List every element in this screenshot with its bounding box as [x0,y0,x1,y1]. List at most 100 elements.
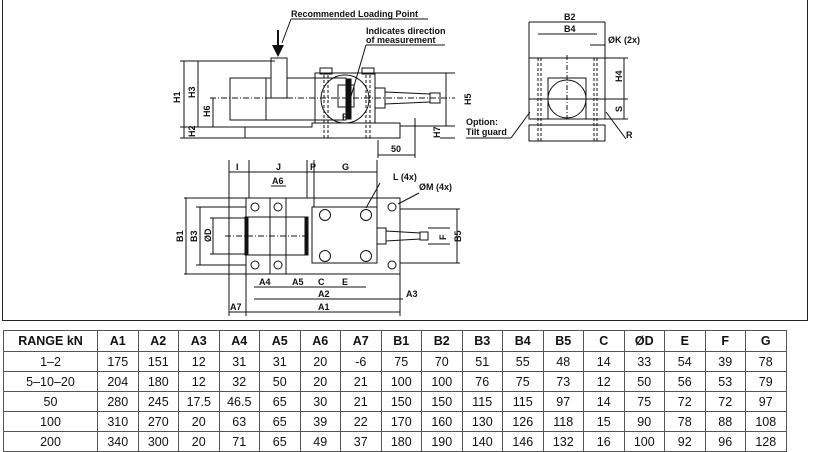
value-cell: 30 [299,391,341,412]
column-header: A6 [299,330,341,352]
dim-B1: B1 [175,230,185,242]
value-cell: 97 [542,391,584,412]
value-cell: 96 [704,431,746,452]
range-cell: 1–2 [3,351,98,372]
value-cell: 126 [502,411,544,432]
dim-A2: A2 [318,289,330,299]
value-cell: 128 [745,431,787,452]
value-cell: 70 [421,351,463,372]
drawing-frame [2,0,808,321]
top-view: I J P G A6 L (4x) ØM (4x) [175,160,463,316]
dim-A5: A5 [292,277,304,287]
value-cell: 75 [380,351,422,372]
value-cell: 300 [137,431,179,452]
value-cell: 100 [623,431,665,452]
range-cell: 50 [3,391,98,412]
dim-A7: A7 [230,302,242,312]
value-cell: 115 [502,391,544,412]
range-cell: 200 [3,431,98,452]
column-header: A5 [259,330,301,352]
value-cell: 17.5 [178,391,220,412]
column-header: A1 [97,330,139,352]
value-cell: 92 [664,431,706,452]
value-cell: 12 [583,371,625,392]
value-cell: 51 [461,351,503,372]
range-cell: 100 [3,411,98,432]
value-cell: 132 [542,431,584,452]
value-cell: 65 [259,391,301,412]
value-cell: 50 [259,371,301,392]
value-cell: 21 [340,371,382,392]
value-cell: 151 [137,351,179,372]
value-cell: 170 [380,411,422,432]
value-cell: 97 [745,391,787,412]
value-cell: 140 [461,431,503,452]
dim-H2: H2 [187,125,197,137]
dim-A1: A1 [318,302,330,312]
value-cell: 150 [380,391,422,412]
end-view: B2 B4 ØK (2x) H4 S R Option: Tilt guard [466,12,640,142]
dim-J: J [276,162,281,172]
dim-I: I [236,162,239,172]
dim-L-4x: L (4x) [393,172,417,182]
dim-P: P [310,162,316,172]
dim-C: C [318,277,325,287]
column-header: B2 [421,330,463,352]
value-cell: 14 [583,391,625,412]
value-cell: 204 [97,371,139,392]
value-cell: 22 [340,411,382,432]
dim-B3: B3 [189,230,199,242]
value-cell: 180 [380,431,422,452]
dim-H3: H3 [187,86,197,98]
column-header: C [583,330,625,352]
value-cell: 71 [218,431,260,452]
value-cell: 56 [664,371,706,392]
value-cell: 20 [178,431,220,452]
dim-OM-4x: ØM (4x) [419,182,452,192]
column-header: A7 [340,330,382,352]
value-cell: 55 [502,351,544,372]
value-cell: 78 [664,411,706,432]
column-header: RANGE kN [3,330,98,352]
value-cell: 75 [623,391,665,412]
dim-E: E [342,277,348,287]
dim-B5: B5 [453,230,463,242]
tilt-guard-label: Tilt guard [466,127,507,137]
value-cell: 54 [664,351,706,372]
column-header: B5 [542,330,584,352]
dim-A4: A4 [259,277,271,287]
dim-H4: H4 [614,70,624,82]
value-cell: 73 [542,371,584,392]
value-cell: 100 [421,371,463,392]
value-cell: 20 [299,351,341,372]
dim-F: F [438,234,448,240]
dim-H6: H6 [202,105,212,117]
column-header: B4 [502,330,544,352]
value-cell: 76 [461,371,503,392]
value-cell: 39 [704,351,746,372]
value-cell: 31 [218,351,260,372]
dim-G: G [342,162,349,172]
value-cell: 53 [704,371,746,392]
value-cell: 310 [97,411,139,432]
dim-S: S [614,106,624,112]
value-cell: 340 [97,431,139,452]
value-cell: 118 [542,411,584,432]
value-cell: 46.5 [218,391,260,412]
dim-A6: A6 [272,176,284,186]
value-cell: 15 [583,411,625,432]
value-cell: 108 [745,411,787,432]
column-header: E [664,330,706,352]
dim-H5: H5 [463,93,473,105]
value-cell: -6 [340,351,382,372]
value-cell: 90 [623,411,665,432]
dim-A3: A3 [406,289,418,299]
value-cell: 245 [137,391,179,412]
value-cell: 180 [137,371,179,392]
value-cell: 12 [178,351,220,372]
column-header: ØD [623,330,665,352]
